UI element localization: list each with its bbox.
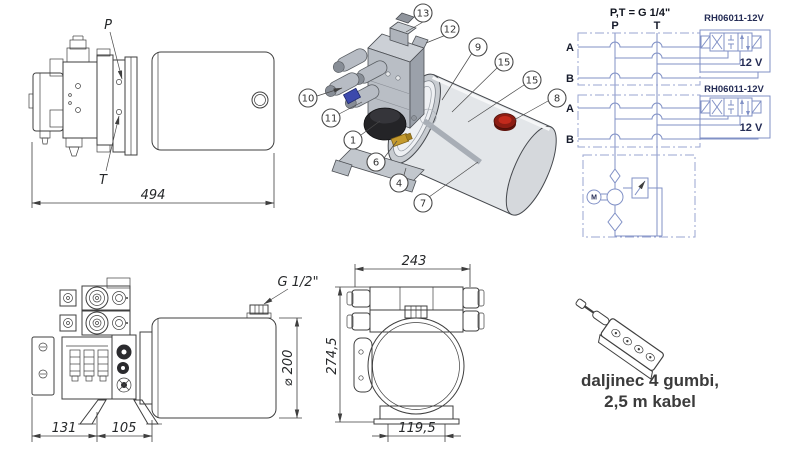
exploded-view-drawing: 13 12 9 15 15 8 10 11 1 6 4 7 bbox=[298, 3, 567, 216]
row-b1: B bbox=[566, 73, 574, 85]
pump-symbol bbox=[606, 188, 624, 206]
remote-caption-line1: daljinec 4 gumbi, bbox=[581, 371, 719, 390]
schematic-t: T bbox=[654, 20, 661, 32]
svg-text:M: M bbox=[591, 195, 597, 202]
svg-text:243: 243 bbox=[402, 254, 427, 269]
balloon-10: 10 bbox=[298, 88, 318, 108]
coil-connector-blue bbox=[342, 87, 362, 105]
manifold-front bbox=[111, 331, 153, 405]
dim-131-105: 131 105 bbox=[31, 397, 153, 442]
svg-text:11: 11 bbox=[325, 114, 338, 125]
svg-text:15: 15 bbox=[498, 58, 511, 69]
dim-274-5: 274,5 bbox=[325, 286, 374, 423]
balloon-leaders bbox=[316, 21, 549, 198]
svg-text:4: 4 bbox=[396, 179, 402, 190]
svg-text:RH06011-12V: RH06011-12V bbox=[704, 13, 764, 24]
port-p-label: P bbox=[104, 18, 112, 33]
svg-text:494: 494 bbox=[141, 188, 166, 203]
svg-text:12 V: 12 V bbox=[740, 57, 763, 69]
svg-text:8: 8 bbox=[554, 94, 560, 105]
solenoid-coils-3d bbox=[324, 48, 388, 109]
valves-top bbox=[346, 286, 485, 333]
balloon-12: 12 bbox=[440, 19, 460, 39]
valve-section-1-box bbox=[577, 32, 701, 86]
port-p-leader bbox=[109, 31, 123, 80]
dim-119-5: 119,5 bbox=[372, 421, 461, 442]
balloon-4: 4 bbox=[389, 173, 409, 193]
svg-text:12 V: 12 V bbox=[740, 122, 763, 134]
svg-text:105: 105 bbox=[112, 421, 137, 436]
filler-leader bbox=[263, 288, 289, 305]
svg-text:9: 9 bbox=[475, 43, 481, 54]
pump-boot-3d bbox=[363, 107, 407, 141]
svg-text:10: 10 bbox=[302, 94, 315, 105]
valve-symbol-2: RH06011-12V 12 V bbox=[699, 84, 771, 139]
top-view-drawing: 243 274,5 119,5 bbox=[325, 254, 485, 442]
remote-body bbox=[575, 298, 664, 380]
balloon-15b: 15 bbox=[522, 70, 542, 90]
filter-symbol bbox=[607, 212, 623, 232]
balloon-1: 1 bbox=[343, 130, 363, 150]
svg-text:⌀ 200: ⌀ 200 bbox=[281, 350, 296, 387]
front-view-drawing: G 1/2" ⌀ 200 131 105 bbox=[31, 275, 319, 442]
pump-circuit: M bbox=[586, 168, 663, 237]
tank-side bbox=[151, 51, 275, 151]
cable bbox=[583, 305, 595, 314]
dim-243: 243 bbox=[354, 254, 471, 287]
filler-cap-red bbox=[493, 113, 517, 131]
dim-494: 494 bbox=[31, 142, 275, 208]
base-top bbox=[373, 405, 460, 425]
top-fitting-3d bbox=[389, 12, 429, 49]
remote-control: daljinec 4 gumbi, 2,5 m kabel bbox=[575, 298, 719, 411]
svg-text:119,5: 119,5 bbox=[398, 421, 435, 436]
remote-buttons bbox=[611, 328, 655, 362]
row-a1: A bbox=[566, 42, 574, 54]
svg-text:6: 6 bbox=[373, 158, 379, 169]
balloon-13: 13 bbox=[413, 3, 433, 23]
tank-front bbox=[151, 304, 277, 419]
svg-text:274,5: 274,5 bbox=[325, 337, 340, 374]
port-t-leader bbox=[105, 115, 120, 172]
pump-top bbox=[353, 337, 373, 393]
hydraulic-schematic: P,T = G 1/4" P T A B RH06011-12V bbox=[566, 7, 771, 238]
motor-front bbox=[31, 336, 55, 396]
pump-body-front bbox=[61, 336, 113, 400]
svg-text:13: 13 bbox=[417, 9, 430, 20]
balloon-7: 7 bbox=[413, 193, 433, 213]
balloon-6: 6 bbox=[366, 152, 386, 172]
side-view-drawing: P T 494 bbox=[28, 18, 275, 208]
valve-symbol-1: RH06011-12V 12 V bbox=[699, 13, 771, 73]
check-valve-symbol bbox=[609, 168, 621, 184]
svg-text:RH06011-12V: RH06011-12V bbox=[704, 84, 764, 95]
row-b2: B bbox=[566, 134, 574, 146]
motor-side bbox=[28, 72, 64, 145]
schematic-title: P,T = G 1/4" bbox=[610, 7, 670, 19]
svg-text:12: 12 bbox=[444, 25, 457, 36]
valve-block-side bbox=[49, 35, 114, 157]
svg-text:131: 131 bbox=[52, 421, 77, 436]
filler-port-label: G 1/2" bbox=[277, 275, 318, 290]
port-t-label: T bbox=[99, 173, 108, 188]
balloon-9: 9 bbox=[468, 37, 488, 57]
remote-caption-line2: 2,5 m kabel bbox=[604, 392, 696, 411]
svg-text:7: 7 bbox=[420, 199, 426, 210]
pump-section-box bbox=[582, 154, 696, 238]
dim-diameter: ⌀ 200 bbox=[279, 317, 302, 419]
valve-rows-front bbox=[59, 277, 131, 336]
balloon-15a: 15 bbox=[494, 52, 514, 72]
svg-text:15: 15 bbox=[526, 76, 539, 87]
schematic-p: P bbox=[611, 20, 618, 32]
row-a2: A bbox=[566, 103, 574, 115]
svg-text:1: 1 bbox=[350, 136, 356, 147]
bracket-legs-front bbox=[78, 399, 162, 425]
mounting-plate-side bbox=[112, 56, 138, 156]
balloon-11: 11 bbox=[321, 108, 341, 128]
motor-symbol bbox=[586, 189, 602, 205]
balloon-8: 8 bbox=[547, 88, 567, 108]
